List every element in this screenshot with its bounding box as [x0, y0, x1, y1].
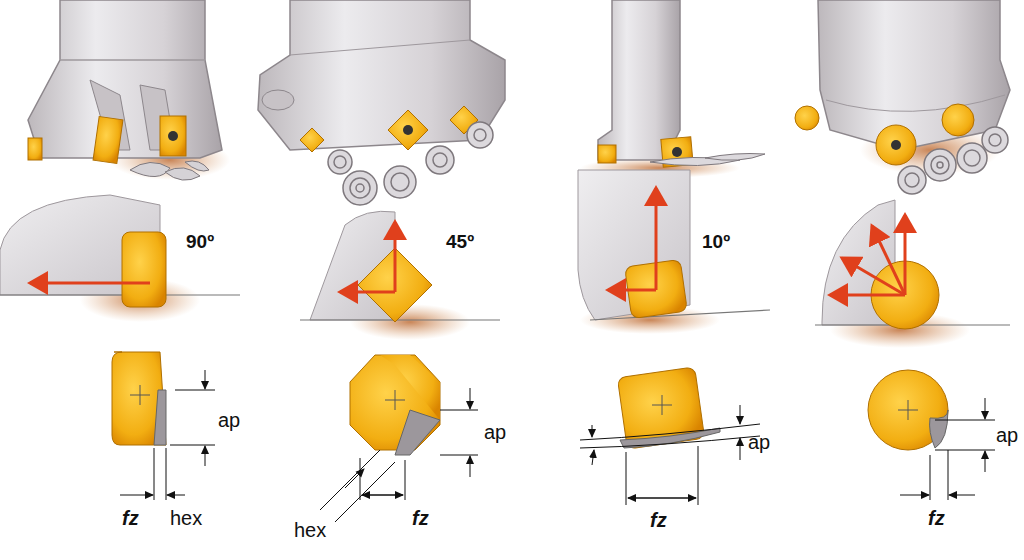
angle-label: 10º: [702, 232, 730, 251]
depth-of-cut-label: ap: [996, 425, 1018, 445]
feed-label: fz: [928, 508, 945, 528]
depth-of-cut-label: ap: [218, 410, 240, 430]
feed-label: fz: [412, 508, 429, 528]
feed-label: fz: [122, 508, 139, 528]
chip-thickness-label: hex: [170, 508, 202, 528]
depth-of-cut-label: ap: [748, 432, 770, 452]
depth-of-cut-label: ap: [484, 422, 506, 442]
feed-label: fz: [650, 510, 667, 530]
angle-label: 90º: [186, 232, 214, 251]
chip-thickness-label: hex: [294, 520, 326, 540]
angle-label: 45º: [446, 232, 474, 251]
